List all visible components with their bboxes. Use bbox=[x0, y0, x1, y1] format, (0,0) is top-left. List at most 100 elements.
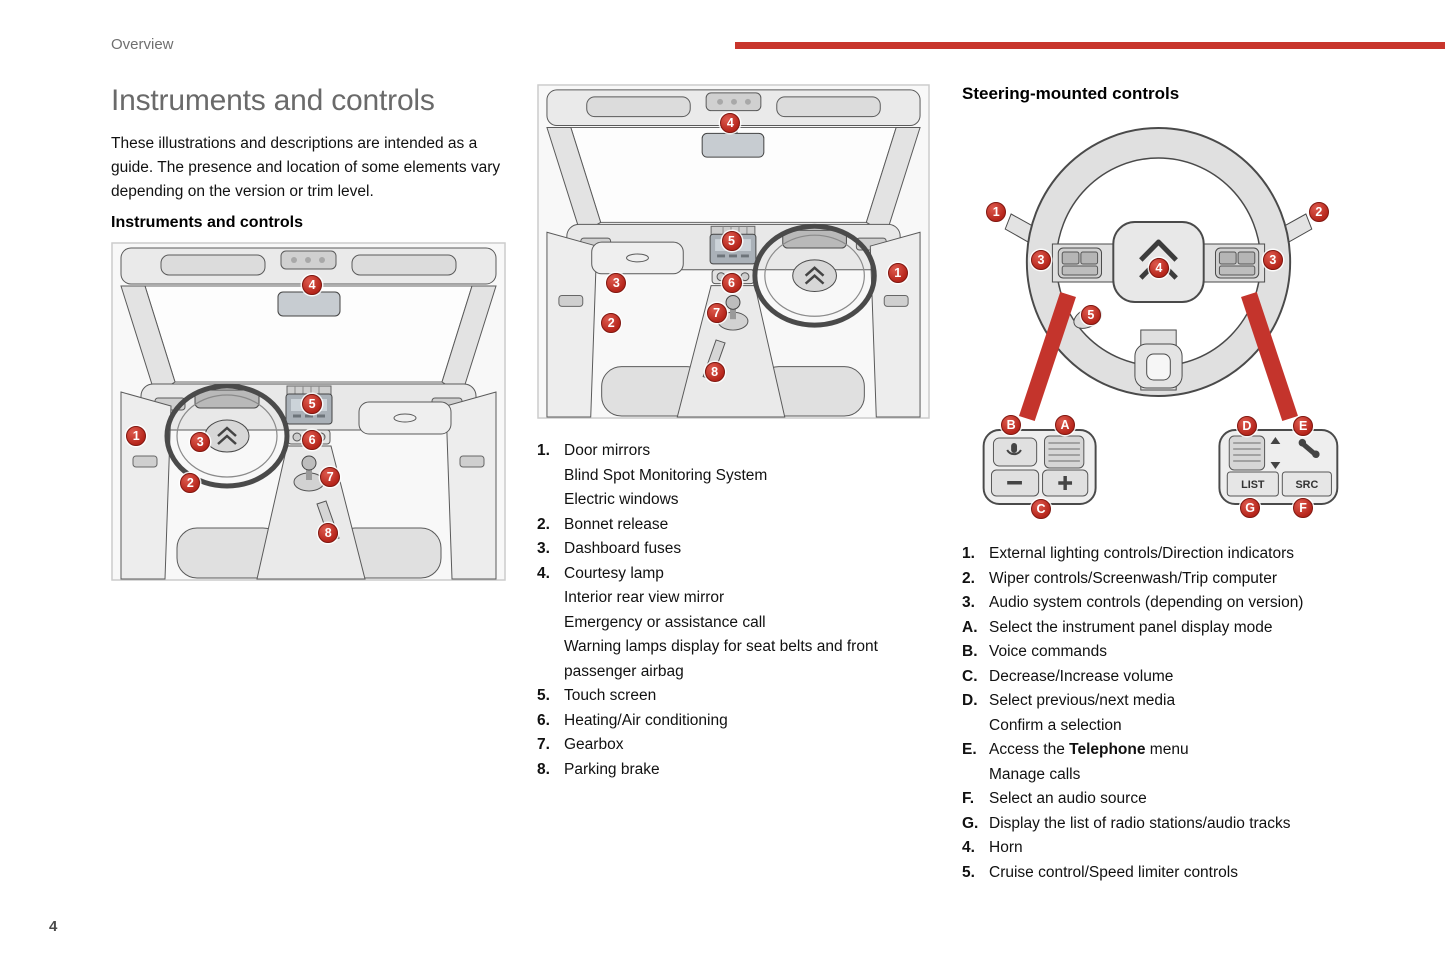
callout-badge-7: 7 bbox=[320, 466, 341, 487]
intro-paragraph: These illustrations and descriptions are… bbox=[111, 135, 501, 200]
list-item-text: Voice commands bbox=[989, 643, 1108, 660]
callout-badge-1: 1 bbox=[887, 262, 908, 283]
list-item: G. Display the list of radio stations/aud… bbox=[962, 812, 1402, 837]
list-item-text: Dashboard fuses bbox=[564, 540, 682, 557]
callout-badge-A: A bbox=[1054, 415, 1075, 435]
list-item-number: 3. bbox=[962, 594, 975, 611]
list-item: B. Voice commands bbox=[962, 640, 1402, 665]
volume-up-icon bbox=[1058, 476, 1073, 490]
list-item-text: Parking brake bbox=[564, 760, 660, 778]
callout-badge-1: 1 bbox=[126, 425, 147, 446]
list-item: 8. Parking brake bbox=[537, 758, 930, 783]
callout-arrow bbox=[1241, 292, 1299, 421]
list-item-number: G. bbox=[962, 814, 979, 832]
list-item: 2.Wiper controls/Screenwash/Trip compute… bbox=[962, 567, 1402, 592]
callout-badge-7: 7 bbox=[706, 303, 727, 324]
list-button-label: LIST bbox=[1241, 479, 1265, 491]
left-control-pad-detail bbox=[982, 429, 1097, 505]
list-item-number: F. bbox=[962, 790, 975, 807]
callout-badge-3: 3 bbox=[606, 272, 627, 293]
breadcrumb: Overview bbox=[111, 36, 174, 53]
steering-wheel-art: LIST SRC bbox=[982, 127, 1339, 505]
list-item-number: 7. bbox=[537, 736, 550, 753]
right-column: Steering-mounted controls bbox=[962, 84, 1402, 885]
list-item-text: Gearbox bbox=[564, 736, 624, 753]
list-item-number: A. bbox=[962, 618, 978, 636]
list-item-number: D. bbox=[962, 692, 978, 709]
callout-arrow bbox=[1018, 292, 1076, 421]
list-item-number: 2. bbox=[537, 515, 550, 533]
callout-badge-G: G bbox=[1240, 497, 1261, 518]
callout-badge-6: 6 bbox=[721, 272, 742, 293]
list-item-number: 1. bbox=[537, 442, 550, 459]
list-item-text: Cruise control/Speed limiter controls bbox=[989, 863, 1238, 881]
list-item: 1. External lighting controls/Direction i… bbox=[962, 542, 1402, 567]
src-button-label: SRC bbox=[1295, 479, 1318, 491]
steering-callout-list: 1. External lighting controls/Direction i… bbox=[962, 542, 1402, 885]
list-item-number: 8. bbox=[537, 760, 550, 778]
volume-down-icon bbox=[1007, 481, 1022, 485]
callout-badge-5: 5 bbox=[1080, 304, 1101, 325]
list-item-text: Select an audio source bbox=[989, 790, 1147, 807]
callout-badge-3: 3 bbox=[190, 432, 211, 452]
list-item-text: Wiper controls/Screenwash/Trip computer bbox=[989, 569, 1277, 587]
list-item-number: 1. bbox=[962, 545, 975, 562]
list-item-text: Touch screen bbox=[564, 687, 657, 704]
callout-badge-5: 5 bbox=[302, 394, 323, 415]
citroen-logo-icon bbox=[1139, 239, 1178, 262]
list-item-text: Decrease/Increase volume bbox=[989, 667, 1174, 685]
voice-command-icon bbox=[1006, 443, 1022, 456]
up-arrow-icon bbox=[1270, 437, 1281, 444]
callout-badge-8: 8 bbox=[318, 522, 339, 543]
list-item: A. Select the instrument panel display mo… bbox=[962, 616, 1402, 641]
figure-heading: Instruments and controls bbox=[111, 214, 304, 231]
callout-badge-F: F bbox=[1293, 497, 1314, 518]
callout-badge-4: 4 bbox=[302, 275, 323, 296]
list-item-number: 6. bbox=[537, 711, 550, 729]
list-item-number: 4. bbox=[537, 564, 550, 582]
media-thumbwheel bbox=[1228, 435, 1266, 471]
callout-badge-E: E bbox=[1293, 415, 1314, 436]
list-item-text: Select the instrument panel display mode bbox=[989, 618, 1273, 636]
callout-badge-B: B bbox=[1001, 415, 1022, 435]
page-title: Instruments and controls bbox=[111, 84, 435, 117]
list-item: 7. Gearbox bbox=[537, 733, 930, 758]
dashboard-art-mirrored bbox=[537, 84, 930, 419]
list-item-text: External lighting controls/Direction ind… bbox=[989, 545, 1294, 562]
callout-badge-1: 1 bbox=[986, 201, 1007, 222]
list-item: C. Decrease/Increase volume bbox=[962, 665, 1402, 690]
phone-icon bbox=[1298, 438, 1320, 459]
callout-badge-2: 2 bbox=[601, 312, 622, 333]
list-item-number: 5. bbox=[962, 863, 975, 881]
list-item: F. Select an audio source bbox=[962, 787, 1402, 812]
list-item: 5. Cruise control/Speed limiter controls bbox=[962, 861, 1402, 886]
list-item-number: 4. bbox=[962, 839, 975, 856]
list-item: 3.Audio system controls (depending on ve… bbox=[962, 591, 1402, 616]
callout-badge-D: D bbox=[1236, 415, 1257, 436]
list-item-number: B. bbox=[962, 643, 978, 660]
list-item-text: Horn bbox=[989, 839, 1023, 856]
list-item-text: Bonnet release bbox=[564, 515, 669, 533]
list-item-number: C. bbox=[962, 667, 978, 685]
list-item-number: E. bbox=[962, 741, 977, 758]
callout-badge-8: 8 bbox=[704, 362, 725, 383]
right-control-pad-detail: LIST SRC bbox=[1218, 429, 1339, 505]
src-button bbox=[1281, 471, 1332, 497]
callout-badge-5: 5 bbox=[721, 231, 742, 252]
display-mode-thumbwheel bbox=[1044, 435, 1085, 469]
list-item: 3.Dashboard fuses bbox=[537, 537, 930, 562]
list-item: 2. Bonnet release bbox=[537, 513, 930, 538]
list-item-text: Display the list of radio stations/audio… bbox=[989, 814, 1291, 832]
